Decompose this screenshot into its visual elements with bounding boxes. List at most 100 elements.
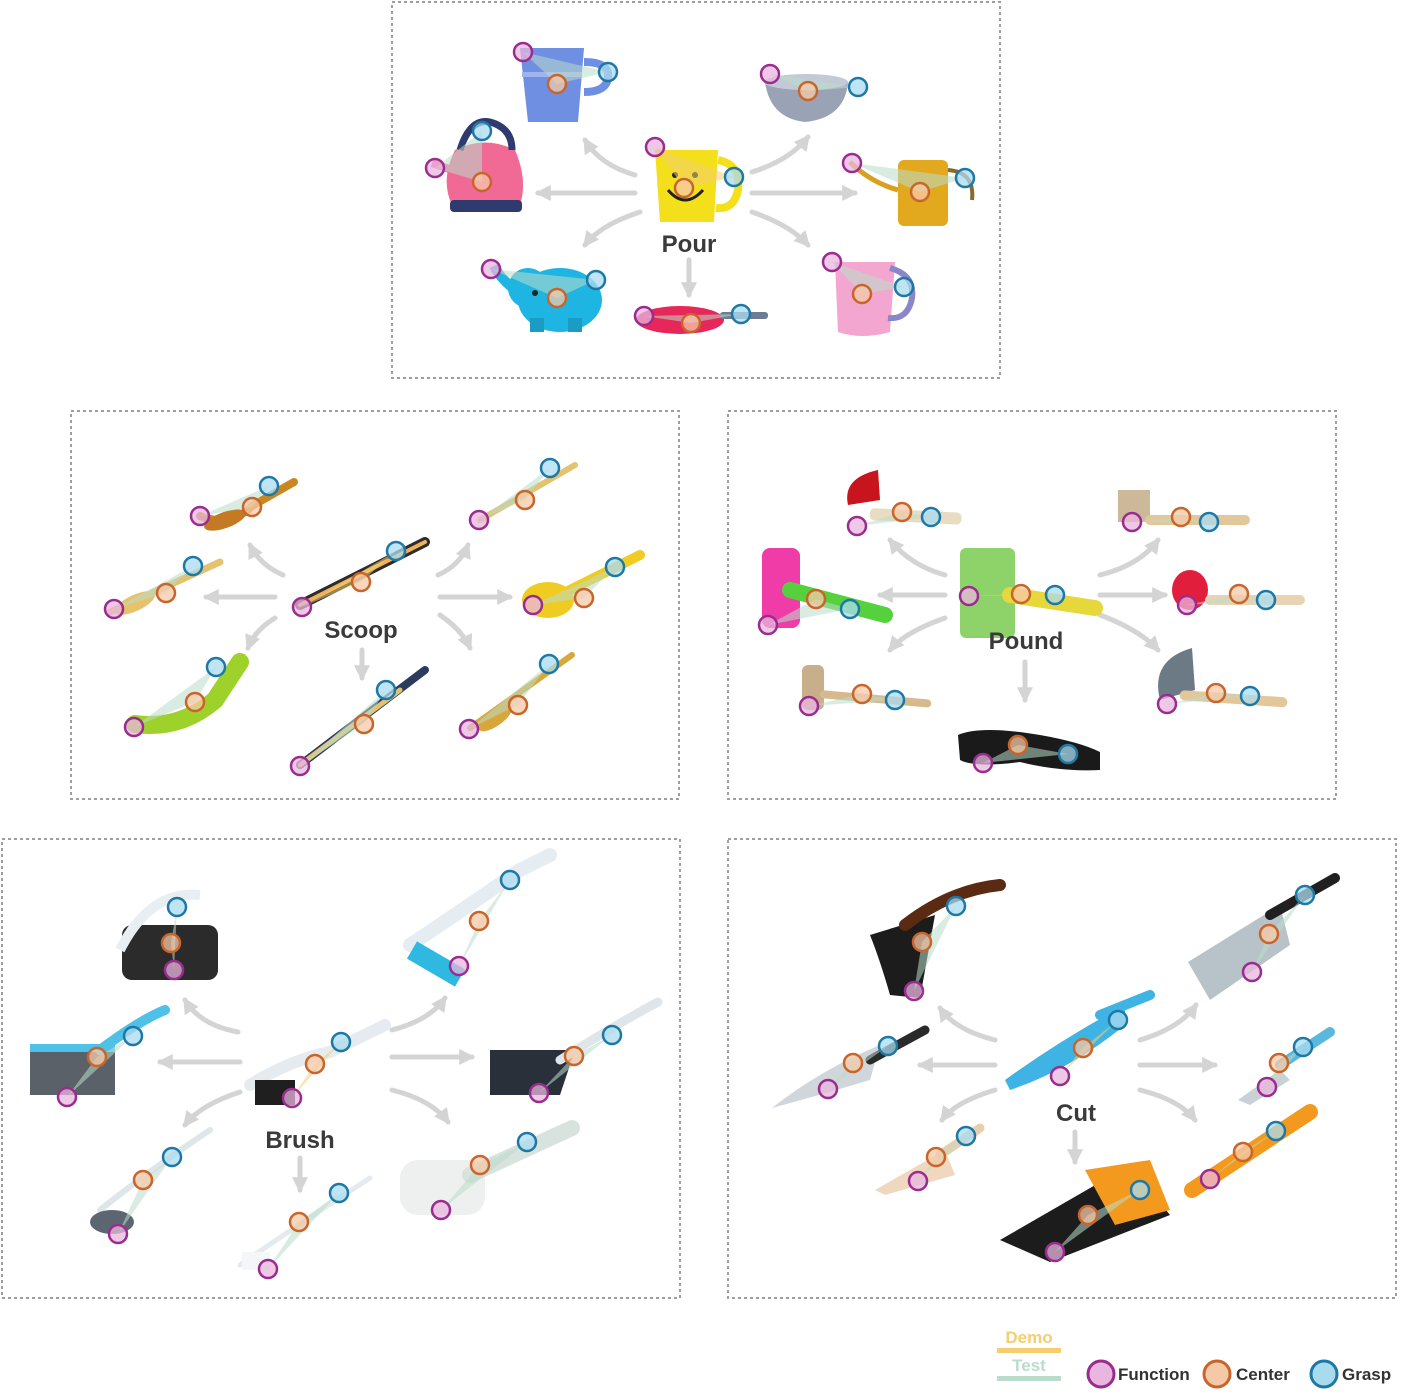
function-keypoint: [468, 509, 490, 531]
grasp-keypoint: [723, 166, 745, 188]
scoop-arrows: [202, 542, 514, 682]
center-keypoint: [1010, 583, 1032, 605]
function-keypoint: [189, 505, 211, 527]
center-keypoint: [673, 177, 695, 199]
function-keypoint: [512, 41, 534, 63]
legend-center-marker: [1202, 1359, 1232, 1389]
legend-demo-label: Demo: [1005, 1328, 1052, 1347]
center-keypoint: [1077, 1204, 1099, 1226]
grasp-keypoint: [1294, 884, 1316, 906]
grasp-keypoint: [604, 556, 626, 578]
function-keypoint: [458, 718, 480, 740]
grasp-keypoint: [258, 475, 280, 497]
function-keypoint: [903, 980, 925, 1002]
function-keypoint: [958, 585, 980, 607]
grasp-keypoint: [877, 1035, 899, 1057]
function-keypoint: [1176, 594, 1198, 616]
scoop-group: [106, 462, 645, 769]
center-keypoint: [851, 683, 873, 705]
function-keypoint: [1241, 961, 1263, 983]
function-keypoint: [1199, 1168, 1221, 1190]
function-keypoint: [448, 955, 470, 977]
center-keypoint: [1228, 583, 1250, 605]
panel-cut: [727, 838, 1397, 1299]
grasp-keypoint: [330, 1031, 352, 1053]
grasp-keypoint: [1057, 743, 1079, 765]
center-keypoint: [680, 312, 702, 334]
pour-keypoint-triangles: [435, 52, 965, 323]
function-keypoint: [633, 305, 655, 327]
center-keypoint: [288, 1211, 310, 1233]
center-keypoint: [842, 1052, 864, 1074]
center-keypoint: [925, 1146, 947, 1168]
pour-label: Pour: [662, 231, 717, 258]
function-keypoint: [257, 1258, 279, 1280]
function-keypoint: [163, 959, 185, 981]
function-keypoint: [430, 1199, 452, 1221]
pound-group: [762, 470, 1305, 771]
legend-center-label: Center: [1236, 1365, 1290, 1384]
center-keypoint: [241, 496, 263, 518]
grasp-keypoint: [538, 653, 560, 675]
grasp-keypoint: [205, 656, 227, 678]
grasp-keypoint: [920, 506, 942, 528]
keypoint-markers: [56, 41, 1316, 1280]
center-keypoint: [507, 694, 529, 716]
function-keypoint: [821, 251, 843, 273]
center-keypoint: [132, 1169, 154, 1191]
function-keypoint: [846, 515, 868, 537]
function-keypoint: [1121, 511, 1143, 533]
legend: Demo Test Function Center Grasp: [997, 1328, 1391, 1389]
grasp-keypoint: [499, 869, 521, 891]
center-keypoint: [468, 910, 490, 932]
scoop-objects: [106, 462, 645, 769]
function-keypoint: [644, 136, 666, 158]
grasp-keypoint: [385, 540, 407, 562]
center-keypoint: [1170, 506, 1192, 528]
center-keypoint: [1205, 682, 1227, 704]
grasp-keypoint: [1239, 685, 1261, 707]
center-keypoint: [184, 691, 206, 713]
function-keypoint: [817, 1078, 839, 1100]
function-keypoint: [480, 258, 502, 280]
center-keypoint: [86, 1046, 108, 1068]
grasp-keypoint: [539, 457, 561, 479]
pour-arrows: [534, 134, 859, 299]
grasp-keypoint: [1129, 1179, 1151, 1201]
function-keypoint: [291, 596, 313, 618]
pound-arrows: [876, 537, 1169, 704]
grasp-keypoint: [955, 1125, 977, 1147]
function-keypoint: [1049, 1065, 1071, 1087]
function-keypoint: [522, 594, 544, 616]
pound-label: Pound: [989, 628, 1064, 655]
grasp-keypoint: [893, 276, 915, 298]
grasp-keypoint: [597, 61, 619, 83]
grasp-keypoint: [954, 167, 976, 189]
legend-test-label: Test: [1012, 1356, 1046, 1375]
center-keypoint: [805, 588, 827, 610]
grasp-keypoint: [471, 120, 493, 142]
cut-arrows: [916, 1002, 1219, 1166]
center-keypoint: [797, 80, 819, 102]
grasp-keypoint: [1255, 589, 1277, 611]
grasp-keypoint: [1265, 1120, 1287, 1142]
center-keypoint: [471, 171, 493, 193]
function-keypoint: [1256, 1076, 1278, 1098]
panel-brush: [1, 838, 681, 1299]
center-keypoint: [1007, 734, 1029, 756]
center-keypoint: [1268, 1052, 1290, 1074]
grasp-keypoint: [1198, 511, 1220, 533]
grasp-keypoint: [839, 598, 861, 620]
function-keypoint: [1044, 1241, 1066, 1263]
function-keypoint: [757, 614, 779, 636]
center-keypoint: [891, 501, 913, 523]
function-keypoint: [281, 1087, 303, 1109]
center-keypoint: [1258, 923, 1280, 945]
grasp-keypoint: [884, 689, 906, 711]
function-keypoint: [56, 1086, 78, 1108]
center-keypoint: [514, 489, 536, 511]
grasp-keypoint: [161, 1146, 183, 1168]
grasp-keypoint: [945, 895, 967, 917]
legend-demo-bar: [997, 1348, 1061, 1353]
